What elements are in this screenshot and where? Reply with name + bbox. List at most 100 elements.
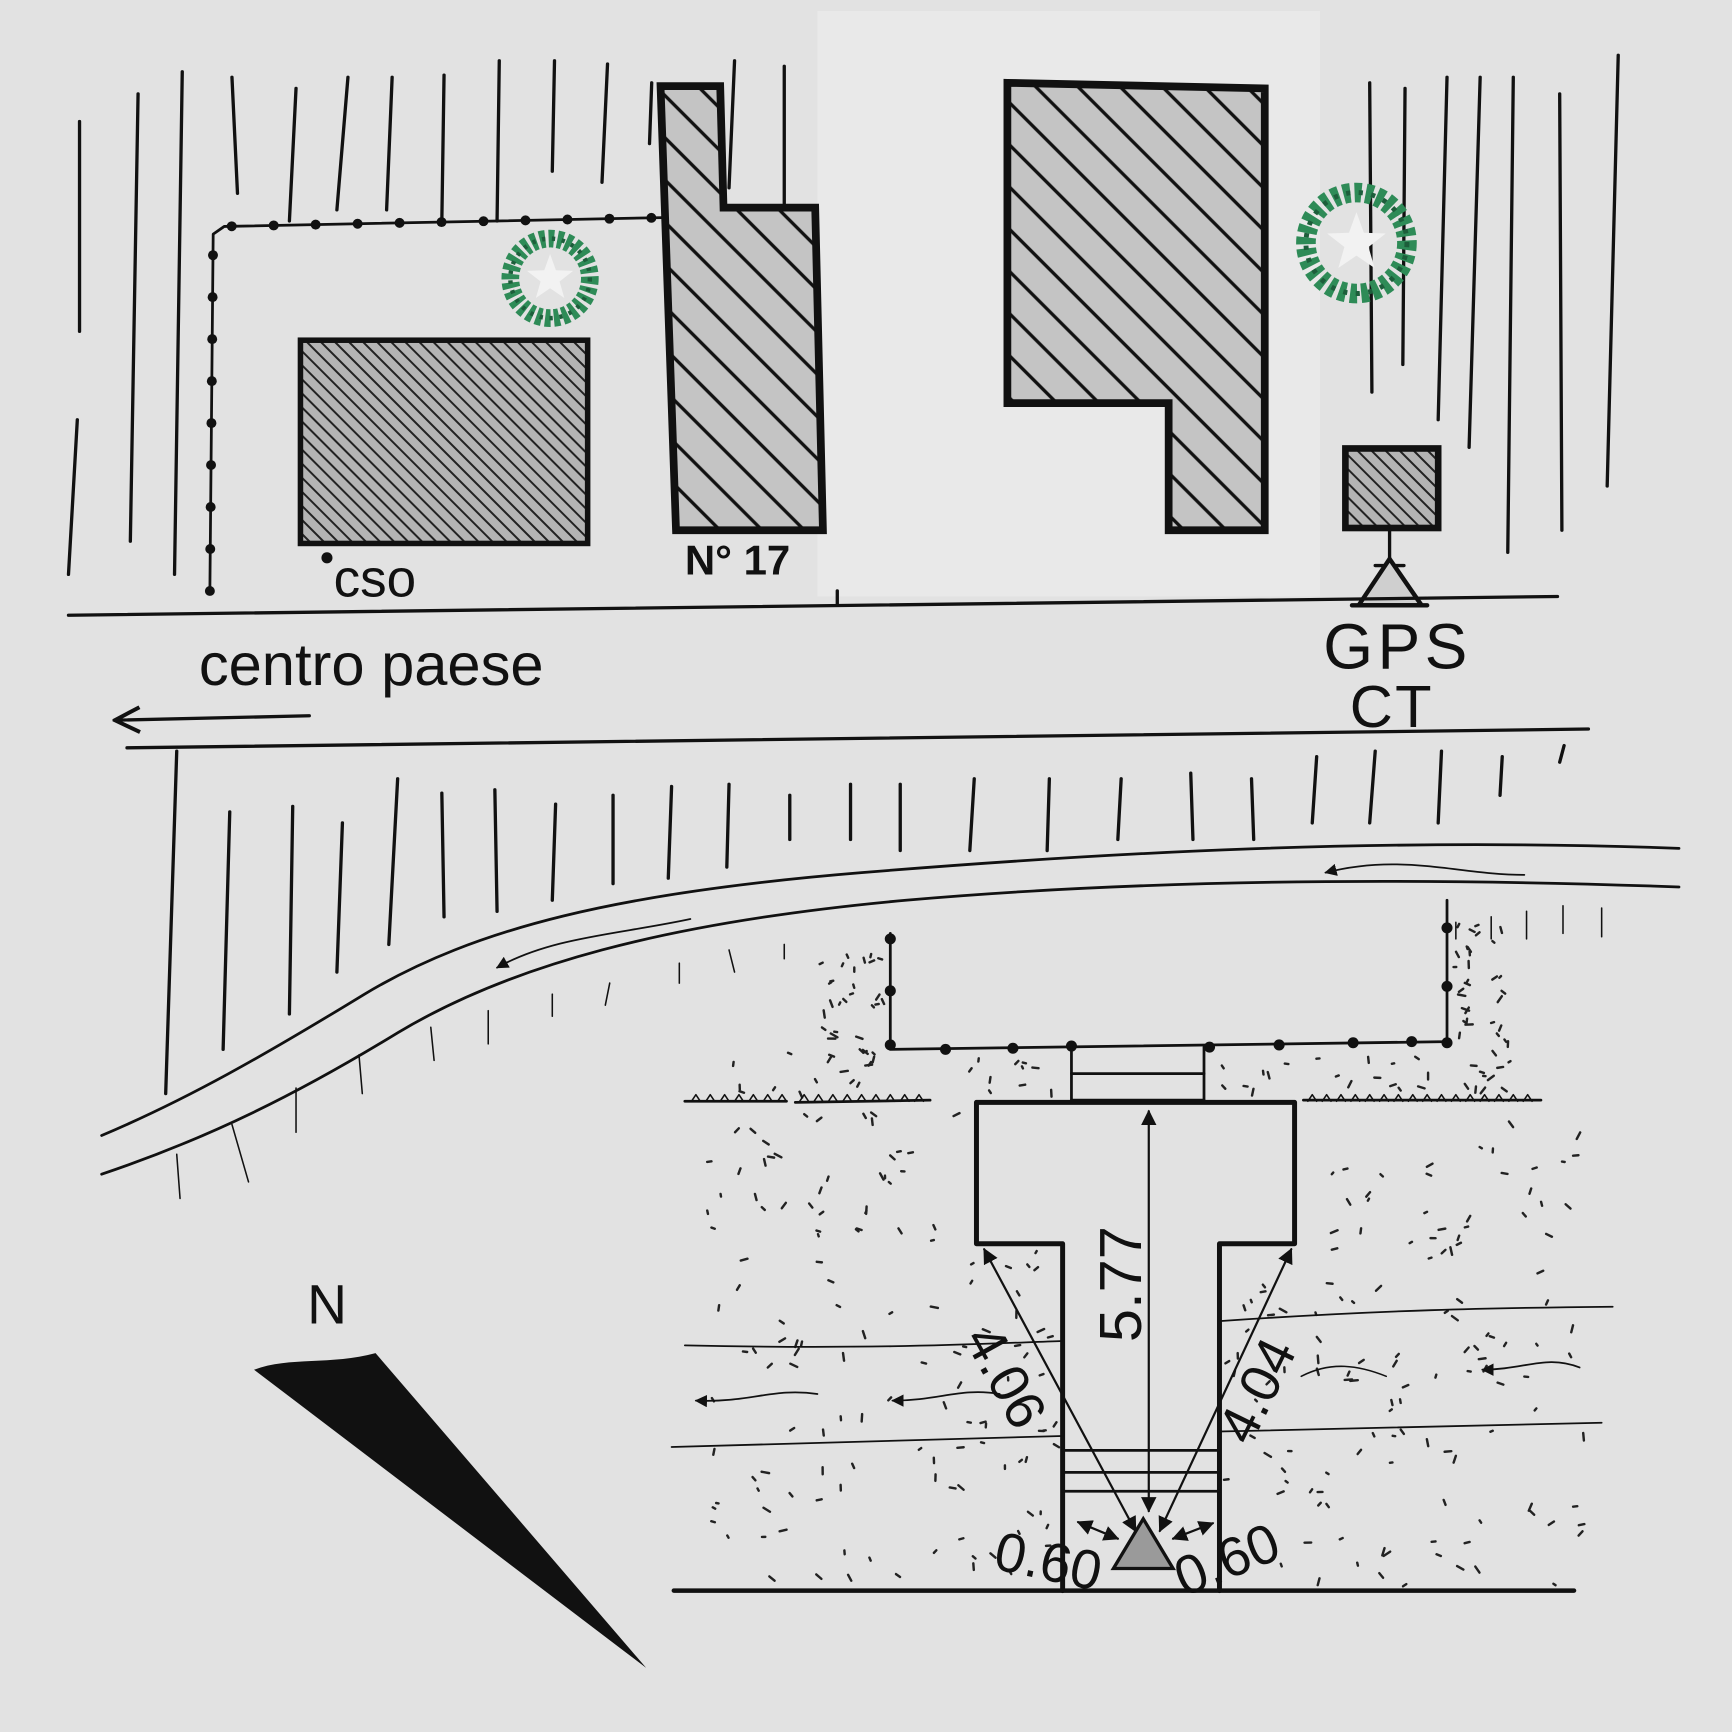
ground-tuft: [1450, 1093, 1462, 1103]
field-stroke: [1368, 749, 1377, 825]
stipple-mark: [1026, 1263, 1031, 1269]
stipple-mark: [1357, 1358, 1365, 1365]
stipple-mark: [1463, 1346, 1470, 1354]
stipple-mark: [1390, 1398, 1394, 1407]
stipple-mark: [786, 1051, 793, 1056]
cso-label: cso: [334, 549, 417, 608]
field-stroke: [384, 75, 394, 212]
stipple-mark: [957, 1484, 965, 1491]
stipple-mark: [1329, 1229, 1339, 1235]
ground-tuft: [1421, 1093, 1433, 1103]
stipple-mark: [778, 1528, 788, 1533]
ground-tuft: [1407, 1093, 1418, 1103]
stipple-mark: [794, 1339, 799, 1349]
stipple-mark: [987, 1089, 993, 1095]
stipple-mark: [1343, 1378, 1354, 1382]
stipple-mark: [760, 1205, 766, 1212]
stipple-mark: [1339, 1296, 1344, 1302]
stipple-mark: [868, 959, 876, 964]
stipple-mark: [952, 1111, 961, 1118]
field-stroke: [725, 782, 731, 869]
stipple-mark: [1464, 1006, 1471, 1015]
stipple-mark: [966, 1420, 973, 1424]
stipple-mark: [871, 1051, 876, 1056]
flow-wave: [1300, 1365, 1388, 1378]
stipple-mark: [706, 1209, 710, 1216]
fence-post: [436, 217, 447, 228]
ground-tuft: [1393, 1093, 1404, 1103]
stipple-mark: [1497, 1024, 1503, 1032]
stipple-mark: [956, 1381, 963, 1389]
ground-tuft: [1465, 1093, 1476, 1103]
field-stroke: [175, 1153, 181, 1200]
stipple-mark: [1330, 1247, 1339, 1251]
stipple-mark: [1425, 1172, 1433, 1177]
stipple-mark: [1495, 1032, 1501, 1038]
stipple-mark: [1567, 1352, 1573, 1359]
stipple-mark: [818, 1210, 825, 1216]
north-arrow-icon: [254, 1353, 647, 1668]
stipple-mark: [829, 1032, 839, 1039]
stipple-mark: [1401, 1582, 1408, 1588]
stipple-mark: [1474, 1565, 1481, 1574]
stipple-mark: [932, 1223, 937, 1231]
stipple-mark: [766, 1362, 774, 1369]
stipple-mark: [1463, 1082, 1470, 1090]
stipple-mark: [1317, 1501, 1322, 1507]
stipple-mark: [1342, 1167, 1349, 1171]
stipple-mark: [920, 1361, 928, 1365]
fence-post: [205, 544, 216, 554]
stipple-mark: [1479, 1086, 1487, 1095]
stipple-mark: [710, 1226, 716, 1230]
stipple-mark: [1570, 1324, 1575, 1334]
stipple-mark: [1249, 1298, 1253, 1304]
field-stroke: [1189, 771, 1195, 842]
stipple-mark: [878, 1172, 885, 1181]
flow-arrow-icon: [1481, 1361, 1581, 1376]
stipple-mark: [1330, 1171, 1335, 1176]
stipple-mark: [870, 1117, 874, 1127]
stipple-mark: [1535, 1342, 1539, 1347]
ground-tuft: [705, 1093, 716, 1103]
stipple-mark: [1334, 1074, 1340, 1078]
stipple-mark: [880, 997, 886, 1006]
field-stroke: [1558, 92, 1564, 532]
stipple-mark: [1577, 1530, 1584, 1537]
stipple-mark: [1577, 1522, 1586, 1527]
stipple-mark: [894, 1572, 902, 1579]
stipple-mark: [870, 1004, 876, 1009]
stipple-mark: [1465, 1214, 1472, 1223]
stipple-mark: [1463, 1540, 1471, 1545]
stipple-mark: [1457, 987, 1465, 994]
stipple-mark: [1020, 1065, 1025, 1070]
road-edge-north: [66, 594, 1560, 617]
stipple-mark: [852, 983, 856, 989]
fence-post: [478, 216, 489, 227]
stipple-mark: [1498, 974, 1503, 979]
stipple-mark: [1503, 1038, 1508, 1044]
stipple-mark: [874, 1002, 880, 1006]
field-stroke: [493, 788, 499, 913]
stipple-mark: [839, 1069, 850, 1074]
stipple-mark: [888, 1154, 896, 1161]
stipple-mark: [1564, 1203, 1572, 1210]
stipple-mark: [848, 992, 855, 996]
stipple-mark: [737, 1167, 742, 1176]
stipple-mark: [818, 1186, 823, 1195]
tree-icon: [501, 229, 599, 327]
stipple-mark: [1500, 1171, 1509, 1176]
stipple-mark: [826, 1055, 833, 1064]
stipple-mark: [969, 1279, 974, 1285]
stipple-mark: [932, 1549, 938, 1555]
stipple-mark: [813, 1077, 819, 1084]
stipple-mark: [1359, 1227, 1363, 1235]
gps-label: GPS: [1323, 610, 1472, 682]
ground-tuft: [1522, 1093, 1533, 1103]
stipple-mark: [815, 1116, 823, 1123]
stream-bank-south: [100, 880, 1681, 1176]
stipple-mark: [1474, 923, 1480, 928]
stipple-mark: [1266, 1070, 1271, 1080]
north-label: N: [307, 1273, 347, 1335]
stipple-mark: [1401, 1383, 1410, 1389]
stipple-mark: [1500, 1086, 1508, 1093]
